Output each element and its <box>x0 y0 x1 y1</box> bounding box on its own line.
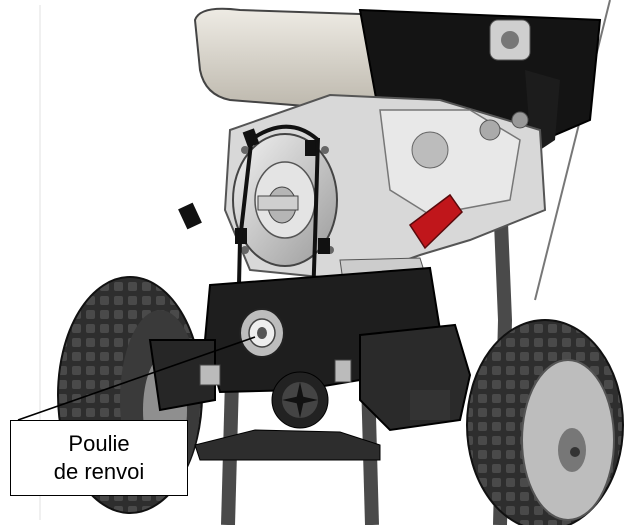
callout-line-2: de renvoi <box>53 459 145 484</box>
callout-leader-line <box>17 336 256 421</box>
red-component <box>408 193 463 250</box>
right-wheel <box>466 319 624 525</box>
callout-line-1: Poulie <box>68 431 130 456</box>
engine <box>178 93 547 296</box>
idler-pulley <box>239 308 285 358</box>
callout-label-idler-pulley: Poulie de renvoi <box>10 420 188 496</box>
pump-fan <box>271 371 329 429</box>
